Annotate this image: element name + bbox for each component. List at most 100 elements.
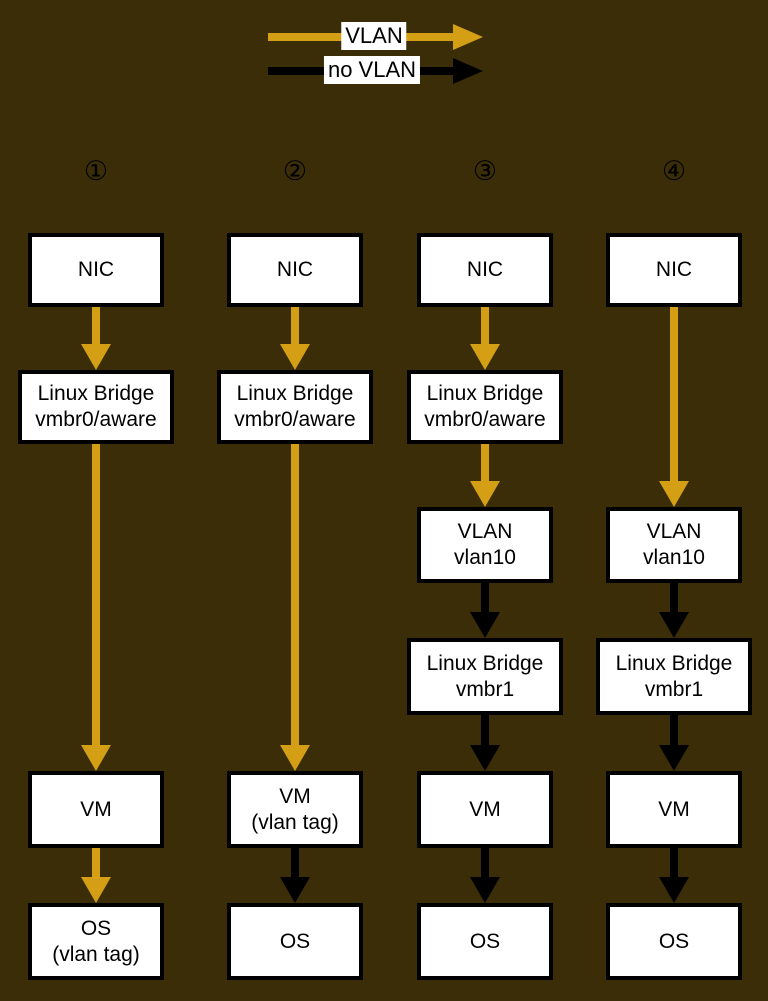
node-label: Linux Bridge (236, 382, 354, 405)
node-col4-vlan10: VLAN vlan10 (606, 507, 742, 583)
vlan-arrow-col1-nic-to-bridge (81, 307, 111, 370)
column-4-number: ④ (661, 156, 687, 187)
node-label: VM (279, 784, 311, 808)
legend-no-vlan-label: no VLAN (323, 56, 421, 84)
legend-vlan-label: VLAN (341, 22, 407, 50)
node-sublabel: vmbr1 (644, 677, 704, 701)
arrow-stem (670, 848, 678, 879)
column-2-number: ② (282, 156, 308, 187)
no-vlan-arrow-col3-vm-to-os (470, 848, 500, 903)
column-1-number: ① (83, 156, 109, 187)
node-col1-vm: VM (28, 771, 164, 848)
node-col3-vm: VM (417, 771, 553, 848)
node-col1-nic: NIC (28, 233, 164, 307)
node-col3-nic: NIC (417, 233, 553, 307)
arrow-stem (92, 444, 100, 747)
arrow-head (280, 877, 310, 903)
column-3-number: ③ (472, 156, 498, 187)
node-label: VM (469, 797, 501, 821)
arrow-head (453, 58, 483, 84)
arrow-stem (481, 848, 489, 879)
arrow-stem (291, 444, 299, 747)
vlan-arrow-col3-bridge-to-vlan10 (470, 444, 500, 507)
node-col1-linux-bridge-vmbr0: Linux Bridge vmbr0/aware (18, 370, 174, 444)
arrow-stem (481, 583, 489, 614)
node-col2-nic: NIC (227, 233, 363, 307)
arrow-stem (291, 848, 299, 879)
arrow-head (280, 745, 310, 771)
node-label: OS (658, 929, 690, 953)
arrow-head (659, 481, 689, 507)
arrow-head (81, 745, 111, 771)
node-sublabel: (vlan tag) (251, 810, 339, 834)
node-label: OS (80, 916, 112, 940)
node-sublabel: vmbr0/aware (234, 408, 356, 431)
node-label: Linux Bridge (37, 382, 155, 405)
vlan-arrow-col4-nic-to-vlan10 (659, 307, 689, 507)
node-sublabel: vmbr0/aware (424, 408, 546, 431)
no-vlan-arrow-col3-vmbr1-to-vm (470, 715, 500, 771)
node-col2-vm-vlan-tag: VM (vlan tag) (227, 771, 363, 848)
node-col4-nic: NIC (606, 233, 742, 307)
arrow-head (470, 612, 500, 638)
node-label: NIC (466, 258, 504, 281)
no-vlan-arrow-col4-vlan10-to-vmbr1 (659, 583, 689, 638)
node-label: Linux Bridge (615, 651, 733, 675)
node-col4-linux-bridge-vmbr1: Linux Bridge vmbr1 (596, 638, 752, 715)
node-col3-linux-bridge-vmbr1: Linux Bridge vmbr1 (407, 638, 563, 715)
arrow-stem (670, 583, 678, 614)
arrow-head (470, 344, 500, 370)
node-col1-os: OS (vlan tag) (28, 903, 164, 980)
node-label: VLAN (457, 520, 513, 543)
node-label: VLAN (646, 520, 702, 543)
vlan-arrow-col2-nic-to-bridge (280, 307, 310, 370)
no-vlan-arrow-col2-vm-to-os (280, 848, 310, 903)
node-col3-linux-bridge-vmbr0: Linux Bridge vmbr0/aware (407, 370, 563, 444)
node-col2-os: OS (227, 903, 363, 980)
vlan-arrow-col3-nic-to-bridge (470, 307, 500, 370)
node-label: Linux Bridge (426, 651, 544, 675)
arrow-head (659, 745, 689, 771)
node-label: NIC (77, 258, 115, 281)
node-label: VM (80, 797, 112, 821)
arrow-stem (92, 307, 100, 346)
node-label: OS (469, 929, 501, 953)
arrow-head (81, 344, 111, 370)
node-col2-linux-bridge-vmbr0: Linux Bridge vmbr0/aware (217, 370, 373, 444)
node-col4-vm: VM (606, 771, 742, 848)
arrow-stem (481, 307, 489, 346)
arrow-stem (481, 715, 489, 747)
arrow-stem (670, 307, 678, 483)
node-label: NIC (655, 258, 693, 281)
arrow-head (470, 877, 500, 903)
node-label: Linux Bridge (426, 382, 544, 405)
no-vlan-arrow-col3-vlan10-to-vmbr1 (470, 583, 500, 638)
arrow-head (81, 877, 111, 903)
no-vlan-arrow-col4-vmbr1-to-vm (659, 715, 689, 771)
arrow-stem (291, 307, 299, 346)
arrow-head (470, 481, 500, 507)
node-sublabel: vlan10 (454, 546, 516, 569)
node-label: VM (658, 797, 690, 821)
arrow-stem (92, 848, 100, 879)
arrow-head (280, 344, 310, 370)
vlan-arrow-col2-bridge-to-vm (280, 444, 310, 771)
node-sublabel: vmbr0/aware (35, 408, 157, 431)
arrow-head (659, 612, 689, 638)
node-sublabel: vlan10 (643, 546, 705, 569)
vlan-arrow-col1-vm-to-os (81, 848, 111, 903)
arrow-stem (670, 715, 678, 747)
node-col3-vlan10: VLAN vlan10 (417, 507, 553, 583)
node-label: OS (279, 929, 311, 953)
arrow-head (453, 24, 483, 50)
node-label: NIC (276, 258, 314, 281)
node-sublabel: vmbr1 (455, 677, 515, 701)
arrow-head (659, 877, 689, 903)
node-sublabel: (vlan tag) (52, 942, 140, 966)
arrow-head (470, 745, 500, 771)
node-col3-os: OS (417, 903, 553, 980)
vlan-arrow-col1-bridge-to-vm (81, 444, 111, 771)
arrow-stem (481, 444, 489, 483)
no-vlan-arrow-col4-vm-to-os (659, 848, 689, 903)
